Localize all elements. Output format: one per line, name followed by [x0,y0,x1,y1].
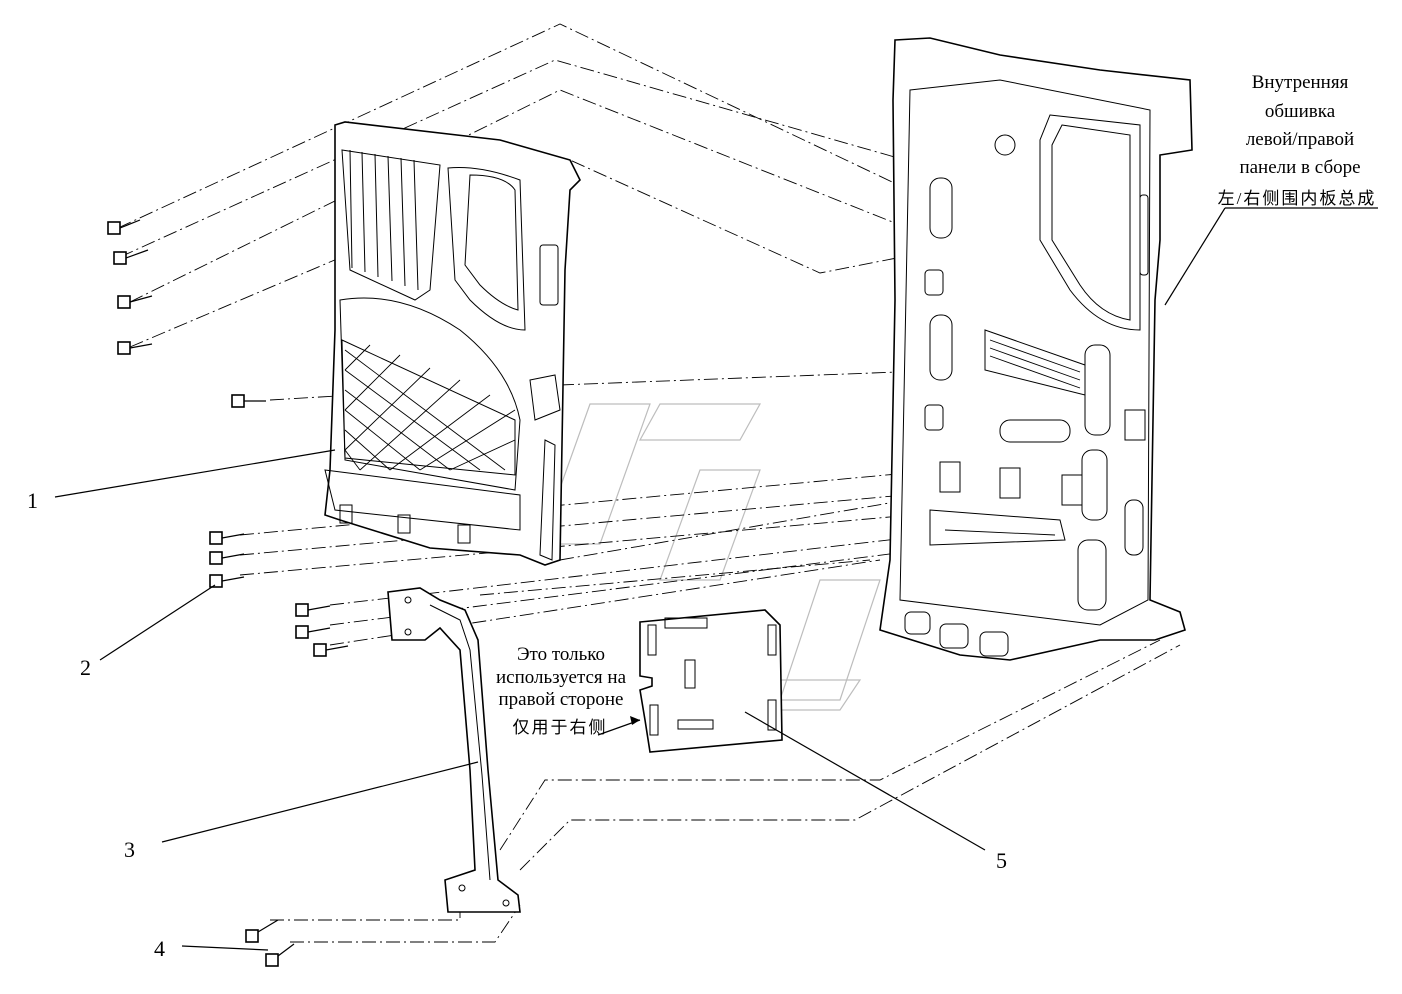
bolts [107,219,349,967]
plate-part-5 [639,609,783,753]
bolt-icon [117,295,153,309]
note-ru-2: используется на [496,667,627,688]
bolt-icon [209,551,245,565]
bolt-icon [245,919,279,943]
note-ru-3: правой стороне [499,689,624,710]
inner-side-panel-assembly [879,37,1193,661]
callout-5: 5 [996,848,1007,873]
bolt-icon [313,643,349,657]
strap-part-3 [387,587,521,913]
bolt-icon [209,531,245,545]
bolt-icon [117,341,153,355]
bolt-icon [265,943,295,967]
callout-4: 4 [154,936,165,961]
bolt-icon [113,249,149,265]
note-ru-1: Это только [517,644,605,665]
trim-panel-part-1 [324,121,581,566]
callout-3: 3 [124,837,135,862]
callout-1: 1 [27,488,38,513]
bolt-icon [231,394,266,408]
assembly-label-cn: 左/右侧围内板总成 [1218,189,1377,208]
assembly-label: Внутренняя обшивка левой/правой панели в… [1218,72,1377,208]
bolt-icon [295,603,331,617]
right-side-note: Это только используется на правой сторон… [496,644,627,737]
assembly-label-ru-2: обшивка [1265,101,1336,122]
assembly-label-ru-4: панели в сборе [1239,157,1360,178]
bolt-icon [107,219,141,235]
note-cn: 仅用于右侧 [513,718,608,737]
callout-2: 2 [80,655,91,680]
assembly-label-ru-1: Внутренняя [1252,72,1349,93]
bolt-icon [209,574,245,588]
bolt-icon [295,625,331,639]
leader-lines [54,207,1378,951]
assembly-label-ru-3: левой/правой [1246,129,1354,150]
